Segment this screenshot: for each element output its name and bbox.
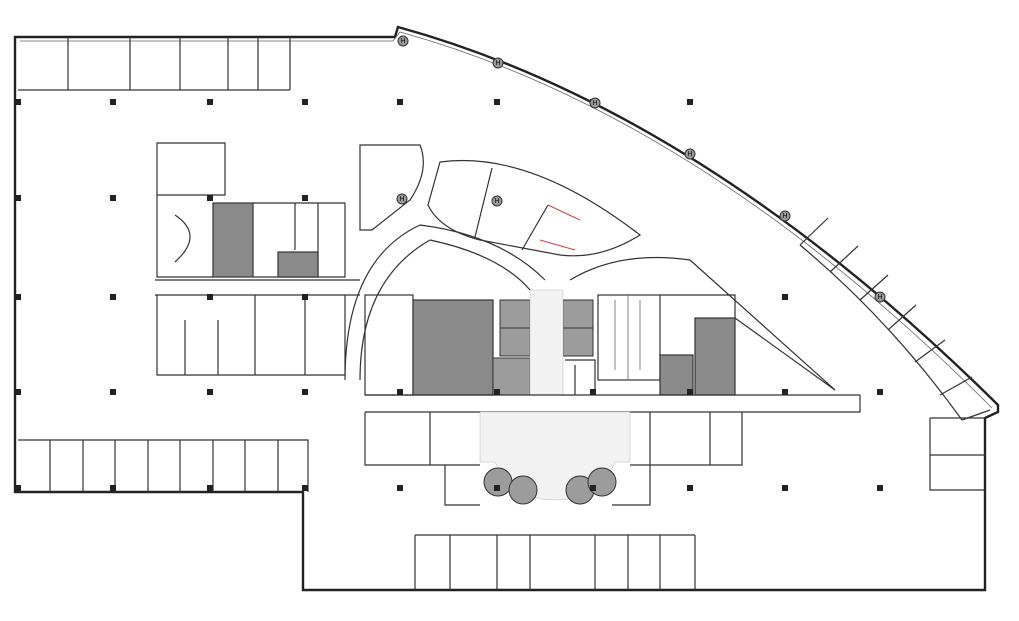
column [207, 294, 213, 300]
column [782, 294, 788, 300]
column [494, 485, 500, 491]
column [877, 485, 883, 491]
revolving-door-left-2 [508, 475, 538, 505]
column [397, 389, 403, 395]
elevator-lobby [529, 289, 564, 396]
column [782, 485, 788, 491]
column [494, 389, 500, 395]
structural-columns [15, 99, 883, 491]
column [15, 99, 21, 105]
bottom-left-offices [18, 439, 309, 492]
column-marker: H [397, 35, 409, 47]
column [782, 389, 788, 395]
column [15, 195, 21, 201]
left-cluster [155, 142, 424, 376]
entrance-lobby [364, 411, 743, 506]
column [110, 485, 116, 491]
column [302, 195, 308, 201]
column [590, 485, 596, 491]
inner-curtain-line [20, 31, 993, 409]
elevator-2 [499, 327, 531, 357]
shaft-right [659, 354, 694, 396]
column [110, 99, 116, 105]
column-marker: H [684, 148, 696, 160]
column-marker-label: H [494, 197, 499, 205]
column-marker: H [491, 195, 503, 207]
column [590, 389, 596, 395]
column [687, 389, 693, 395]
column [397, 99, 403, 105]
column [110, 389, 116, 395]
column [110, 195, 116, 201]
column-markers: H H H H H H H H [396, 35, 886, 303]
column-marker-label: H [495, 59, 500, 67]
column [397, 485, 403, 491]
top-left-offices [18, 37, 291, 91]
column-marker-label: H [400, 37, 405, 45]
revolving-door-right-2 [587, 467, 617, 497]
column-marker-label: H [687, 150, 692, 158]
column [302, 485, 308, 491]
central-pod [427, 159, 642, 257]
elevator-4 [562, 327, 594, 357]
column [687, 485, 693, 491]
column [207, 389, 213, 395]
stair-right [694, 317, 736, 396]
building-outline [13, 25, 1000, 592]
column [207, 485, 213, 491]
column [302, 99, 308, 105]
column-marker: H [396, 193, 408, 205]
elevator-3 [562, 299, 594, 329]
column [110, 294, 116, 300]
curved-offices [799, 217, 991, 491]
stair-left [212, 202, 254, 278]
revolving-door-left [483, 467, 513, 497]
column [207, 195, 213, 201]
service-core [412, 299, 494, 396]
column [15, 294, 21, 300]
central-core [364, 289, 836, 396]
column-marker: H [874, 291, 886, 303]
column [302, 389, 308, 395]
column [877, 389, 883, 395]
column-marker-label: H [592, 99, 597, 107]
elevator-1 [499, 299, 531, 329]
column [494, 99, 500, 105]
column [687, 99, 693, 105]
column [302, 294, 308, 300]
column-marker-label: H [399, 195, 404, 203]
bottom-offices [414, 534, 696, 590]
column-marker: H [779, 210, 791, 222]
column [15, 485, 21, 491]
shaft-left [277, 251, 319, 278]
column [15, 389, 21, 395]
main-corridor [365, 394, 861, 413]
column-marker-label: H [877, 293, 882, 301]
column-marker: H [589, 97, 601, 109]
column [207, 99, 213, 105]
column-marker-label: H [782, 212, 787, 220]
column-marker: H [492, 57, 504, 69]
freight-elevator [492, 357, 531, 396]
